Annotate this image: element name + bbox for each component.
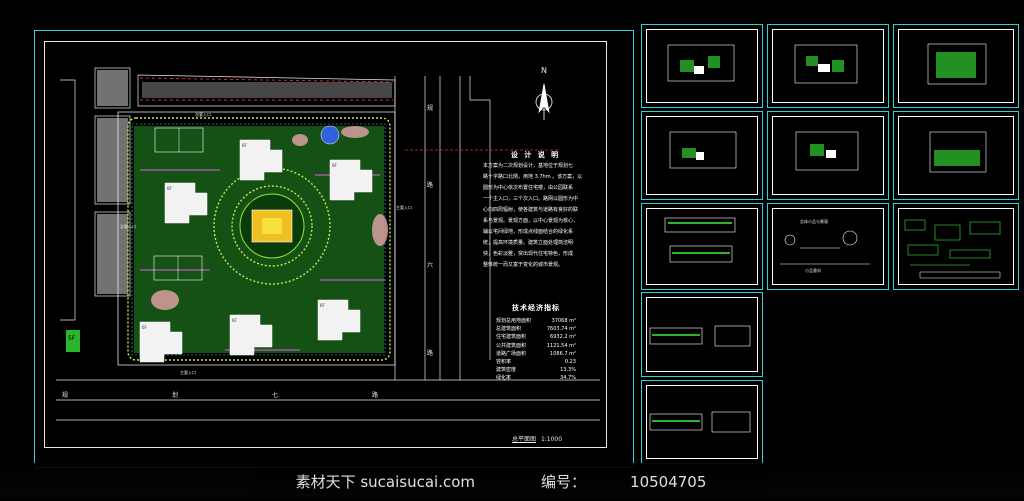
north-arrow-icon — [535, 83, 553, 120]
floor-plan-thumb-5 — [767, 111, 889, 200]
entrance-label: 主要入口 — [396, 205, 412, 210]
watermark-id-value: 10504705 — [630, 472, 707, 491]
table-cell-label: 容积率 — [496, 358, 512, 365]
building-label: 6F — [250, 200, 255, 205]
table-cell-label: 绿化率 — [496, 375, 512, 382]
legend-caption: 小品意向 — [805, 268, 821, 273]
road-label-v4: 路 — [427, 350, 434, 357]
table-cell-label: 建筑密度 — [496, 367, 517, 374]
design-note-line: 圆形为中心依次布置住宅楼，由公园联系 — [483, 185, 574, 191]
parking-label: 5F — [68, 335, 76, 342]
elevation-thumb-2 — [641, 292, 763, 377]
north-label: N — [541, 66, 547, 75]
table-cell-value: 34.7% — [560, 375, 576, 382]
table-row: 住宅建筑面积 6932.2 m² — [496, 333, 576, 341]
road-label-v3: 六 — [427, 262, 434, 269]
plan-scale: 1:1000 — [540, 436, 563, 443]
design-notes: 设 计 说 明 本方案为二次规划设计，基地位于规划七 路十字路口北侧，用地 3.… — [483, 150, 588, 271]
entrance-label: 次要入口 — [120, 224, 136, 229]
table-row: 建筑密度 13.3% — [496, 366, 576, 374]
floor-plan-thumb-3 — [893, 24, 1019, 108]
table-row: 总建筑面积 7603.74 m² — [496, 325, 576, 333]
building-label: 6F — [242, 143, 247, 148]
site-plan-frame — [44, 41, 607, 448]
building-label: 6F — [332, 163, 337, 168]
design-note-line: 辅以宅间绿地，形成点线面结合的绿化系 — [483, 229, 574, 235]
building-label: 6F — [167, 186, 172, 191]
legend-thumb — [767, 203, 889, 290]
watermark-id: 编号： 10504705 — [519, 471, 728, 492]
entrance-label: 主要入口 — [180, 370, 196, 375]
table-cell-label: 住宅建筑面积 — [496, 334, 527, 341]
design-note-line: 系与景观。景观方面，以中心景观为核心， — [483, 218, 579, 224]
road-label-4: 路 — [372, 392, 379, 399]
building-label: 6F — [320, 303, 325, 308]
road-label-2: 划 — [172, 392, 179, 399]
table-row: 公共建筑面积 1121.54 m² — [496, 342, 576, 350]
design-notes-title: 设 计 说 明 — [510, 151, 561, 159]
building-label: 6F — [142, 325, 147, 330]
building-label: 6F — [232, 318, 237, 323]
tech-table-title: 技术经济指标 — [512, 304, 560, 312]
table-cell-label: 道路广场面积 — [496, 350, 527, 357]
design-note-line: 快，色彩淡雅，突出现代住宅特色，形成 — [483, 251, 574, 257]
floor-plan-thumb-2 — [767, 24, 889, 108]
tech-table: 技术经济指标 规划总用地面积 37068 m² 总建筑面积 7603.74 m² 住… — [496, 303, 576, 383]
watermark-id-label: 编号： — [541, 472, 587, 491]
entrance-label: 次要入口 — [195, 112, 211, 117]
road-label-v1: 规 — [427, 105, 434, 112]
table-cell-value: 0.23 — [564, 358, 576, 365]
design-note-line: 心向四周辐射，使各建筑与道路有良好的联 — [483, 207, 579, 213]
floor-plan-thumb-6 — [893, 111, 1019, 200]
design-note-line: 本方案为二次规划设计，基地位于规划七 — [483, 163, 574, 169]
table-cell-value: 1121.54 m² — [546, 342, 576, 349]
watermark-site: 素材天下 sucaisucai.com — [295, 472, 476, 491]
table-cell-value: 6932.2 m² — [550, 334, 576, 341]
design-note-line: 一个主入口，三个次入口。路网以圆形为中 — [483, 196, 579, 202]
table-cell-value: 7603.74 m² — [546, 326, 576, 333]
plan-title: 总平面图 1:1000 — [512, 434, 562, 443]
plan-title-text: 总平面图 — [512, 436, 537, 443]
legend-title: 总体小品与景观 — [800, 219, 828, 224]
floor-plan-thumb-4 — [641, 111, 763, 200]
design-note-line: 路十字路口北侧，用地 3.7hm 。该方案，以 — [483, 174, 583, 180]
road-label-v2: 路 — [427, 182, 434, 189]
watermark-bar: 素材天下 sucaisucai.com 编号： 10504705 — [0, 463, 1024, 499]
table-cell-label: 总建筑面积 — [496, 326, 522, 333]
table-cell-value: 13.3% — [560, 367, 576, 374]
road-label-1: 规 — [62, 392, 69, 399]
detail-thumb — [893, 203, 1019, 290]
table-row: 容积率 0.23 — [496, 358, 576, 366]
elevation-thumb-1 — [641, 203, 763, 290]
table-cell-label: 公共建筑面积 — [496, 342, 527, 349]
table-row: 规划总用地面积 37068 m² — [496, 317, 576, 325]
table-row: 绿化率 34.7% — [496, 374, 576, 382]
table-cell-value: 37068 m² — [551, 318, 576, 324]
floor-plan-thumb-1 — [641, 24, 763, 108]
design-note-line: 统，提高环境质量。建筑立面处理简洁明 — [483, 240, 574, 246]
neighbour-blocks — [60, 67, 131, 321]
table-cell-label: 规划总用地面积 — [496, 318, 532, 324]
table-cell-value: 1086.7 m² — [550, 350, 576, 357]
design-note-line: 整体统一而又富于变化的城市景观。 — [483, 262, 564, 268]
road-label-3: 七 — [272, 392, 279, 399]
table-row: 道路广场面积 1086.7 m² — [496, 350, 576, 358]
